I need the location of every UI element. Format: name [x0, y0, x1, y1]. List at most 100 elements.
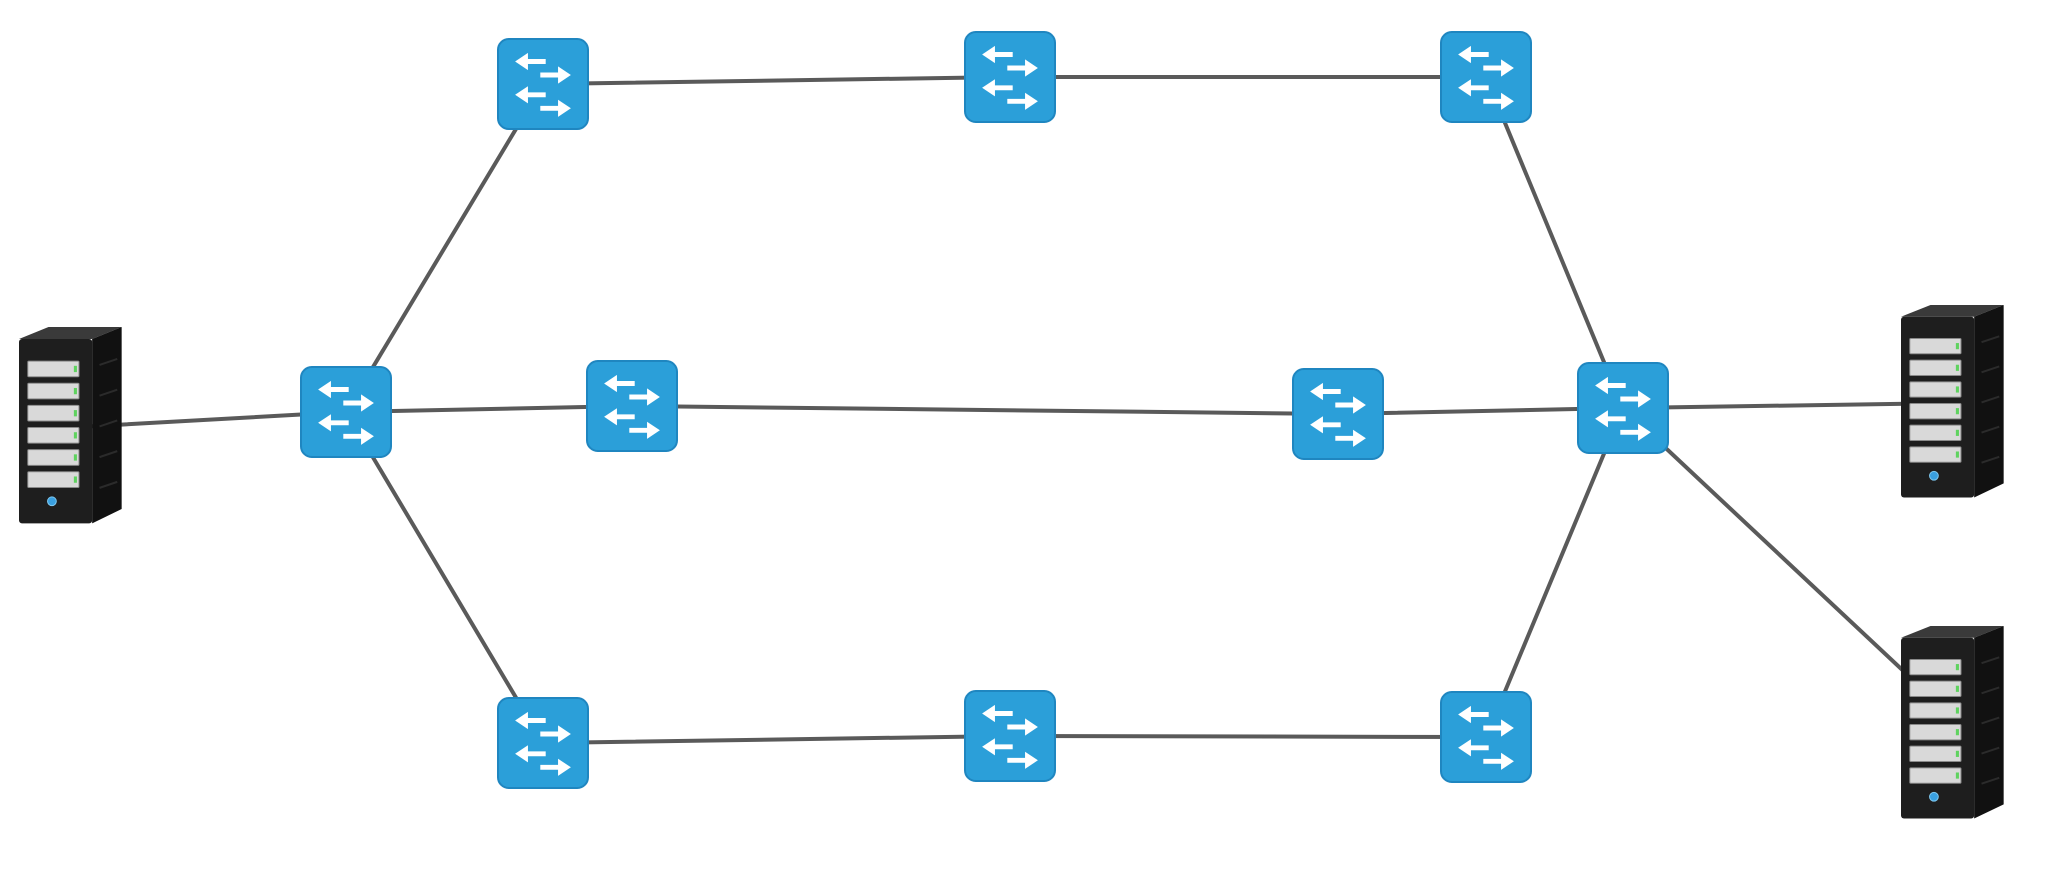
server-bay-led: [73, 476, 77, 483]
switch-arrow-right: [629, 388, 660, 406]
server-bay-led: [1955, 772, 1959, 779]
server-drive-bay: [1909, 381, 1962, 398]
server-bay-led: [1955, 343, 1959, 350]
server-drive-bay: [1909, 745, 1962, 763]
switch-arrow-right: [1007, 92, 1038, 110]
switch-arrow-right: [540, 99, 571, 117]
switch-arrow-right: [1620, 390, 1651, 408]
server-bay-led: [1955, 386, 1959, 393]
server-drive-bay: [1909, 359, 1962, 376]
server-drive-bay: [1909, 767, 1962, 784]
network-switch-icon[interactable]: [497, 38, 589, 130]
server-drive-bay: [1909, 680, 1962, 697]
link-switch-top-3-to-switch-right-hub: [1484, 75, 1625, 410]
server-bay-led: [1955, 408, 1959, 415]
server-side-ridge: [1981, 716, 2000, 725]
server-bay-led: [1955, 664, 1959, 671]
link-switch-left-hub-to-switch-top-1: [344, 82, 545, 414]
switch-arrow-left: [318, 414, 349, 432]
switch-arrow-right: [1007, 59, 1038, 77]
server-side-face: [92, 327, 122, 524]
switch-body: [497, 38, 589, 130]
switch-body: [1440, 31, 1532, 123]
server-bay-led: [1955, 364, 1959, 371]
server-drive-bay: [1909, 337, 1962, 355]
server-side-face: [1974, 626, 2004, 819]
server-drive-bay: [27, 427, 80, 444]
server-drive-bay: [27, 471, 80, 488]
server-tower-icon[interactable]: [1901, 305, 2004, 498]
server-drive-bay: [1909, 658, 1962, 676]
link-switch-bottom-2-to-switch-bottom-3: [1008, 734, 1488, 739]
link-switch-left-hub-to-switch-bottom-1: [344, 410, 545, 745]
server-bay-led: [73, 365, 77, 373]
link-switch-mid-1-to-switch-mid-2: [630, 404, 1340, 416]
switch-body: [586, 360, 678, 452]
switch-arrow-left: [982, 79, 1013, 97]
nodes-layer: [19, 31, 2004, 819]
server-bay-led: [73, 432, 77, 439]
server-drive-bay: [1909, 424, 1962, 442]
switch-arrow-right: [1007, 718, 1038, 736]
switch-arrow-left: [1595, 376, 1626, 395]
switch-arrow-right: [1483, 92, 1514, 110]
switch-body: [964, 31, 1056, 123]
switch-arrow-left: [1458, 739, 1489, 757]
network-switch-icon[interactable]: [1440, 31, 1532, 123]
switch-arrow-right: [343, 394, 374, 412]
switch-arrow-left: [318, 380, 349, 399]
network-switch-icon[interactable]: [964, 31, 1056, 123]
link-switch-mid-2-to-switch-right-hub: [1336, 406, 1625, 416]
server-drive-bay: [27, 360, 80, 378]
server-bay-led: [1955, 451, 1959, 458]
switch-body: [1292, 368, 1384, 460]
server-tower-icon[interactable]: [1901, 626, 2004, 819]
network-switch-icon[interactable]: [586, 360, 678, 452]
server-bay-led: [1955, 750, 1959, 757]
switch-arrow-left: [1458, 45, 1489, 64]
server-top-face: [19, 327, 122, 339]
server-drive-bay: [1909, 702, 1962, 719]
switch-body: [497, 697, 589, 789]
server-drive-bay: [1909, 446, 1962, 463]
server-power-button: [1929, 470, 1939, 481]
server-bay-led: [73, 387, 77, 395]
server-side-ridge: [1981, 425, 2000, 434]
server-tower-icon[interactable]: [19, 327, 122, 524]
link-switch-bottom-3-to-switch-right-hub: [1484, 406, 1625, 739]
server-drive-bay: [27, 382, 80, 400]
switch-arrow-left: [515, 86, 546, 104]
switch-body: [1577, 362, 1669, 454]
switch-arrow-left: [1310, 416, 1341, 434]
network-switch-icon[interactable]: [497, 697, 589, 789]
server-top-face: [1901, 626, 2004, 638]
server-side-ridge: [99, 480, 118, 489]
server-side-ridge: [99, 419, 118, 428]
network-switch-icon[interactable]: [300, 366, 392, 458]
switch-arrow-right: [1620, 423, 1651, 441]
server-side-ridge: [1981, 686, 2000, 695]
network-switch-icon[interactable]: [1440, 691, 1532, 783]
server-side-ridge: [1981, 776, 2000, 785]
switch-arrow-left: [1310, 382, 1341, 401]
server-side-ridge: [1981, 395, 2000, 404]
switch-arrow-right: [1007, 751, 1038, 769]
links-layer: [76, 75, 1962, 745]
switch-arrow-left: [1458, 79, 1489, 97]
network-switch-icon[interactable]: [1577, 362, 1669, 454]
switch-body: [1440, 691, 1532, 783]
switch-arrow-right: [1483, 719, 1514, 737]
server-side-ridge: [1981, 455, 2000, 464]
switch-arrow-right: [1483, 59, 1514, 77]
switch-arrow-right: [343, 427, 374, 445]
server-drive-bay: [27, 449, 80, 466]
server-power-button: [1929, 791, 1939, 802]
server-bay-led: [73, 454, 77, 461]
network-switch-icon[interactable]: [1292, 368, 1384, 460]
switch-arrow-right: [540, 725, 571, 743]
network-switch-icon[interactable]: [964, 690, 1056, 782]
link-switch-top-1-to-switch-top-2: [541, 75, 1012, 86]
link-switch-left-hub-to-switch-mid-1: [344, 404, 634, 414]
server-bay-led: [1955, 729, 1959, 736]
switch-body: [300, 366, 392, 458]
